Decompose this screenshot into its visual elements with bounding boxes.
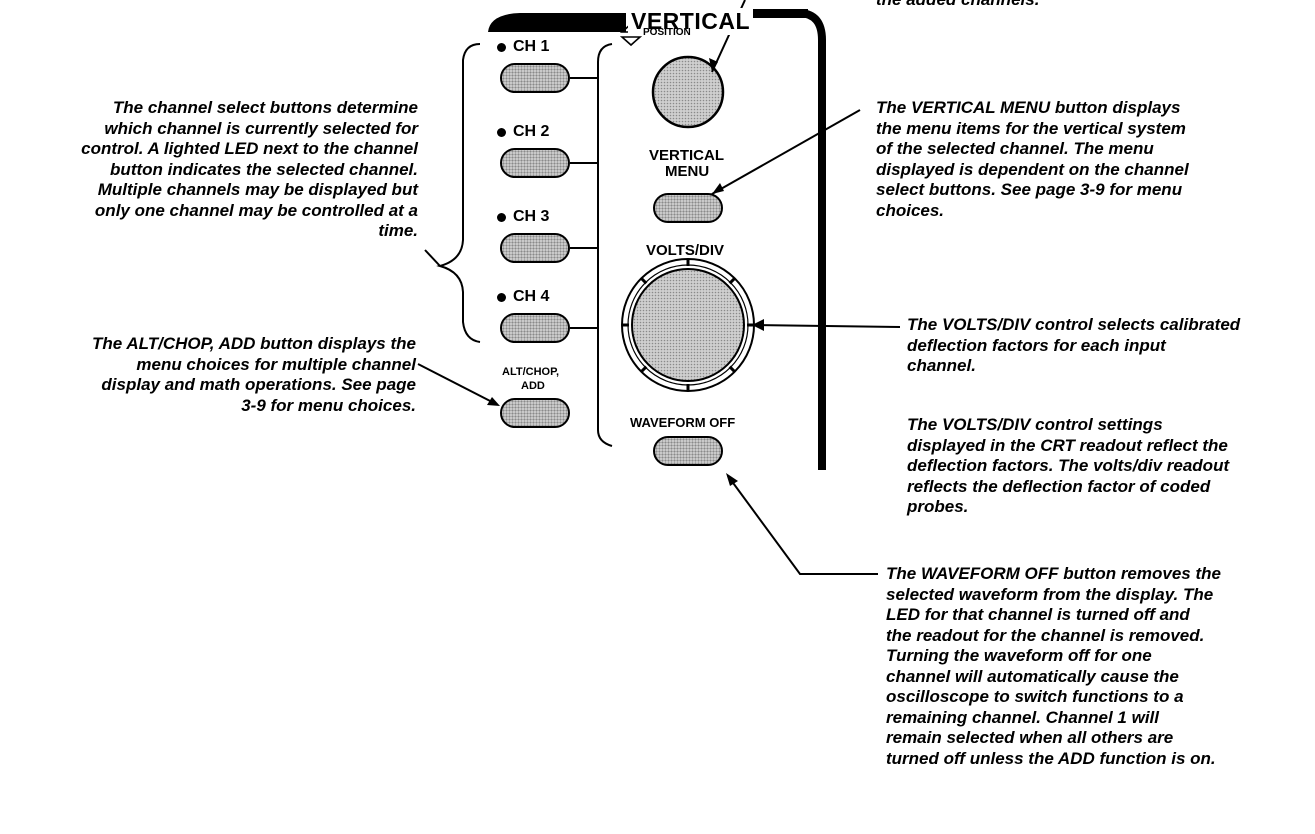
channel-select-callout: The channel select buttons determine whi… xyxy=(81,98,418,240)
channel-bracket xyxy=(436,43,481,343)
ch3-label: CH 3 xyxy=(513,208,550,225)
section-header-bar xyxy=(488,13,626,32)
position-knob-hit[interactable] xyxy=(653,57,723,127)
panel-divider xyxy=(597,43,613,447)
alt-chop-callout: The ALT/CHOP, ADD button displays the me… xyxy=(92,334,416,415)
waveform-off-callout: The WAVEFORM OFF button removes the sele… xyxy=(886,564,1221,768)
alt-chop-label-2: ADD xyxy=(521,380,545,392)
vertical-menu-button[interactable] xyxy=(653,193,723,223)
vertical-menu-callout: The VERTICAL MENU button displays the me… xyxy=(876,98,1189,220)
volts-div-callout: The VOLTS/DIV control selects calibrated… xyxy=(907,315,1241,375)
waveform-off-button[interactable] xyxy=(653,436,723,466)
volts-div-knob-hit[interactable] xyxy=(630,267,746,383)
ch4-button[interactable] xyxy=(500,313,570,343)
ch2-led xyxy=(497,128,506,137)
ch2-button[interactable] xyxy=(500,148,570,178)
ch1-button[interactable] xyxy=(500,63,570,93)
ch4-led xyxy=(497,293,506,302)
alt-chop-label-1: ALT/CHOP, xyxy=(502,366,560,378)
alt-chop-add-button[interactable] xyxy=(500,398,570,428)
vertical-menu-label-1: VERTICAL xyxy=(649,147,724,164)
section-header-bar-right xyxy=(738,9,826,470)
top-right-fragment: the added channels. xyxy=(876,0,1039,11)
ch3-button[interactable] xyxy=(500,233,570,263)
volts-div-knob xyxy=(631,268,745,382)
ch2-label: CH 2 xyxy=(513,123,550,140)
ch4-label: CH 4 xyxy=(513,288,550,305)
waveform-off-label: WAVEFORM OFF xyxy=(630,415,736,430)
ch1-label: CH 1 xyxy=(513,38,550,55)
volts-div-settings-callout: The VOLTS/DIV control settings displayed… xyxy=(907,415,1230,516)
position-knob xyxy=(651,55,725,129)
vertical-section-label: VERTICAL xyxy=(628,8,753,35)
ch1-led xyxy=(497,43,506,52)
position-label: POSITION xyxy=(643,27,691,38)
volts-div-label: VOLTS/DIV xyxy=(646,242,725,259)
ch3-led xyxy=(497,213,506,222)
vertical-menu-label-2: MENU xyxy=(665,163,710,180)
